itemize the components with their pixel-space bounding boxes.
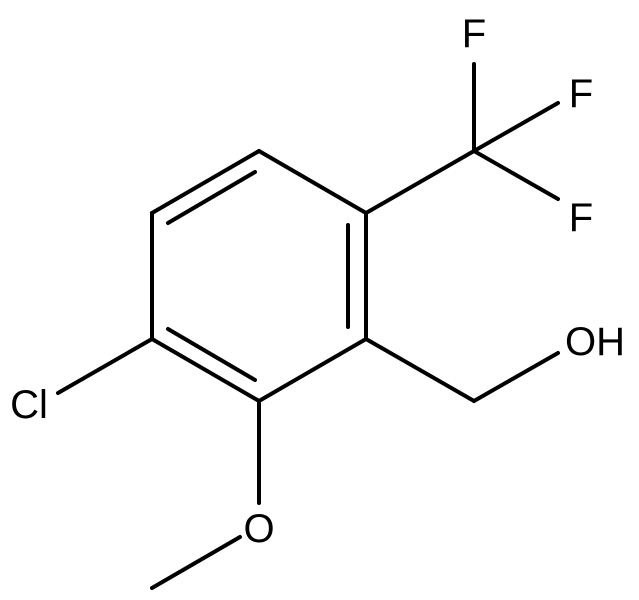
bond-c-f-right [472, 101, 560, 153]
ring-bond-top-right [257, 149, 368, 215]
bond-ring-to-cf3 [364, 149, 476, 215]
ring-bond-bottom-left-inner [166, 327, 257, 382]
fluorine-right-label: F [569, 72, 593, 116]
hydroxymethyl-group: OH [364, 320, 625, 403]
bond-ch2-to-oh [472, 351, 560, 403]
fluorine-bottom-label: F [569, 196, 593, 240]
bond-ring-to-cl [56, 337, 154, 395]
methoxy-oxygen-label: O [243, 507, 274, 551]
ring-bond-top-left [150, 149, 261, 215]
trifluoromethyl-group: F F F [364, 12, 593, 240]
benzene-ring [150, 149, 368, 403]
ring-bond-bottom-right [257, 337, 368, 403]
bond-o-to-methyl [150, 535, 242, 590]
ring-bond-top-left-inner [166, 170, 257, 225]
chloro-substituent: Cl [10, 337, 154, 427]
bond-c-f-bottom [472, 149, 560, 201]
ring-bond-bottom-left [150, 337, 261, 403]
fluorine-top-label: F [462, 12, 486, 56]
chlorine-label: Cl [10, 383, 48, 427]
hydroxyl-label: OH [565, 320, 625, 364]
bond-ring-to-ch2 [364, 337, 476, 403]
methoxy-group: O [150, 399, 275, 590]
